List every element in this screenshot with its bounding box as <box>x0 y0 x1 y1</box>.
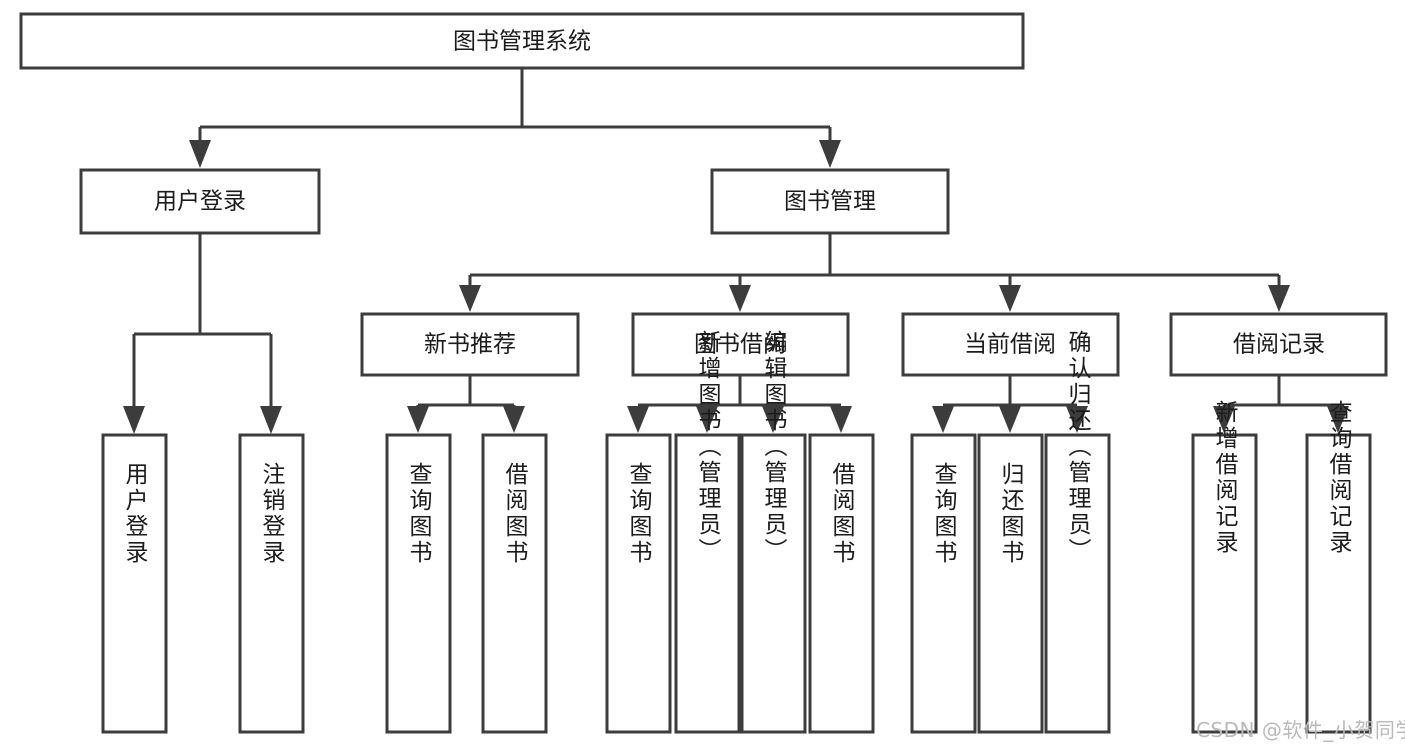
arrow-to-book-borrow <box>729 285 751 312</box>
node-current-borrow-label: 当前借阅 <box>964 332 1056 358</box>
node-book-borrow[interactable]: 图书借阅 <box>631 312 850 377</box>
node-new-book-recommend-box[interactable] <box>360 312 580 377</box>
node-current-borrow-box[interactable] <box>901 312 1120 377</box>
leaf-query-book-3-box[interactable] <box>910 433 977 734</box>
arrow-to-current-borrow <box>999 285 1021 312</box>
arrow-to-leaf-query-book-2 <box>627 406 649 433</box>
leaf-borrow-book-2-box[interactable] <box>808 433 875 734</box>
leaf-query-record[interactable]: 查询借阅记录 <box>1305 400 1372 734</box>
node-new-book-recommend[interactable]: 新书推荐 <box>360 312 580 377</box>
leaf-user-logout-label: 注销登录 <box>258 462 286 566</box>
leaf-query-book-2-box[interactable] <box>605 433 672 734</box>
leaf-borrow-book-1-box[interactable] <box>481 433 548 734</box>
leaf-return-book-label: 归还图书 <box>997 462 1025 566</box>
leaf-return-book-box[interactable] <box>977 433 1044 734</box>
leaf-query-record-box[interactable] <box>1305 433 1372 734</box>
node-new-book-recommend-label: 新书推荐 <box>424 332 516 358</box>
leaf-user-login[interactable]: 用户登录 <box>101 433 168 734</box>
node-root-label: 图书管理系统 <box>453 29 591 55</box>
leaf-edit-book-box[interactable] <box>740 433 807 734</box>
connector-layer <box>123 68 1349 434</box>
arrow-to-leaf-borrow-book-2 <box>830 406 852 433</box>
csdn-watermark: CSDN @软件_小贺同学 <box>1196 718 1405 742</box>
leaf-borrow-book-2-label: 借阅图书 <box>828 462 856 566</box>
leaf-borrow-book-2[interactable]: 借阅图书 <box>808 433 875 734</box>
arrow-to-leaf-borrow-book-1 <box>503 406 525 433</box>
node-borrow-record[interactable]: 借阅记录 <box>1169 312 1388 377</box>
node-book-borrow-box[interactable] <box>631 312 850 377</box>
node-book-management[interactable]: 图书管理 <box>710 168 950 235</box>
leaf-query-book-2-label: 查询图书 <box>625 462 653 566</box>
arrow-to-leaf-query-book-3 <box>932 406 954 433</box>
leaf-query-book-1[interactable]: 查询图书 <box>385 433 452 734</box>
leaf-user-logout-box[interactable] <box>238 433 305 734</box>
leaf-confirm-return[interactable]: 确认归还（管理员） <box>1044 330 1111 734</box>
leaf-query-book-1-label: 查询图书 <box>405 462 433 566</box>
leaf-user-login-label: 用户登录 <box>121 462 149 566</box>
leaf-query-book-1-box[interactable] <box>385 433 452 734</box>
leaf-user-logout[interactable]: 注销登录 <box>238 433 305 734</box>
leaf-add-record-box[interactable] <box>1191 433 1258 734</box>
arrow-to-leaf-add-book <box>696 406 718 433</box>
leaf-add-book[interactable]: 新增图书（管理员） <box>674 330 741 734</box>
node-user-login[interactable]: 用户登录 <box>79 168 321 235</box>
leaf-edit-book-label: 编辑图书（管理员） <box>760 330 788 564</box>
leaf-edit-book[interactable]: 编辑图书（管理员） <box>740 330 807 734</box>
node-borrow-record-box[interactable] <box>1169 312 1388 377</box>
arrow-to-user-login <box>189 140 211 168</box>
arrow-to-leaf-query-book-1 <box>407 406 429 433</box>
leaf-query-book-3[interactable]: 查询图书 <box>910 433 977 734</box>
node-root-box[interactable] <box>19 12 1025 70</box>
node-book-management-box[interactable] <box>710 168 950 235</box>
node-user-login-box[interactable] <box>79 168 321 235</box>
leaf-add-record[interactable]: 新增借阅记录 <box>1191 400 1258 734</box>
leaf-query-book-3-label: 查询图书 <box>930 462 958 566</box>
node-root[interactable]: 图书管理系统 <box>19 12 1025 70</box>
arrow-to-leaf-return-book <box>999 406 1021 433</box>
leaf-confirm-return-box[interactable] <box>1044 433 1111 734</box>
arrow-to-leaf-edit-book <box>762 406 784 433</box>
leaf-add-book-box[interactable] <box>674 433 741 734</box>
arrow-to-leaf-query-record <box>1327 406 1349 433</box>
leaf-query-book-2[interactable]: 查询图书 <box>605 433 672 734</box>
arrow-to-leaf-user-logout <box>260 406 282 434</box>
leaf-add-book-label: 新增图书（管理员） <box>694 330 722 564</box>
arrow-to-borrow-record <box>1268 285 1290 312</box>
leaf-query-record-label: 查询借阅记录 <box>1325 400 1353 556</box>
leaf-borrow-book-1[interactable]: 借阅图书 <box>481 433 548 734</box>
node-book-management-label: 图书管理 <box>784 189 876 215</box>
node-current-borrow[interactable]: 当前借阅 <box>901 312 1120 377</box>
leaf-borrow-book-1-label: 借阅图书 <box>501 462 529 566</box>
arrow-to-leaf-confirm-return <box>1066 406 1088 433</box>
node-user-login-label: 用户登录 <box>154 189 246 215</box>
leaf-add-record-label: 新增借阅记录 <box>1211 400 1239 556</box>
leaf-return-book[interactable]: 归还图书 <box>977 433 1044 734</box>
arrow-to-new-book-recommend <box>459 285 481 312</box>
node-borrow-record-label: 借阅记录 <box>1233 332 1325 358</box>
arrow-to-leaf-user-login <box>123 406 145 434</box>
node-book-borrow-label: 图书借阅 <box>694 332 786 358</box>
leaf-user-login-box[interactable] <box>101 433 168 734</box>
leaf-confirm-return-label: 确认归还（管理员） <box>1064 330 1092 564</box>
arrow-to-book-management <box>819 140 841 168</box>
arrow-to-leaf-add-record <box>1213 406 1235 433</box>
